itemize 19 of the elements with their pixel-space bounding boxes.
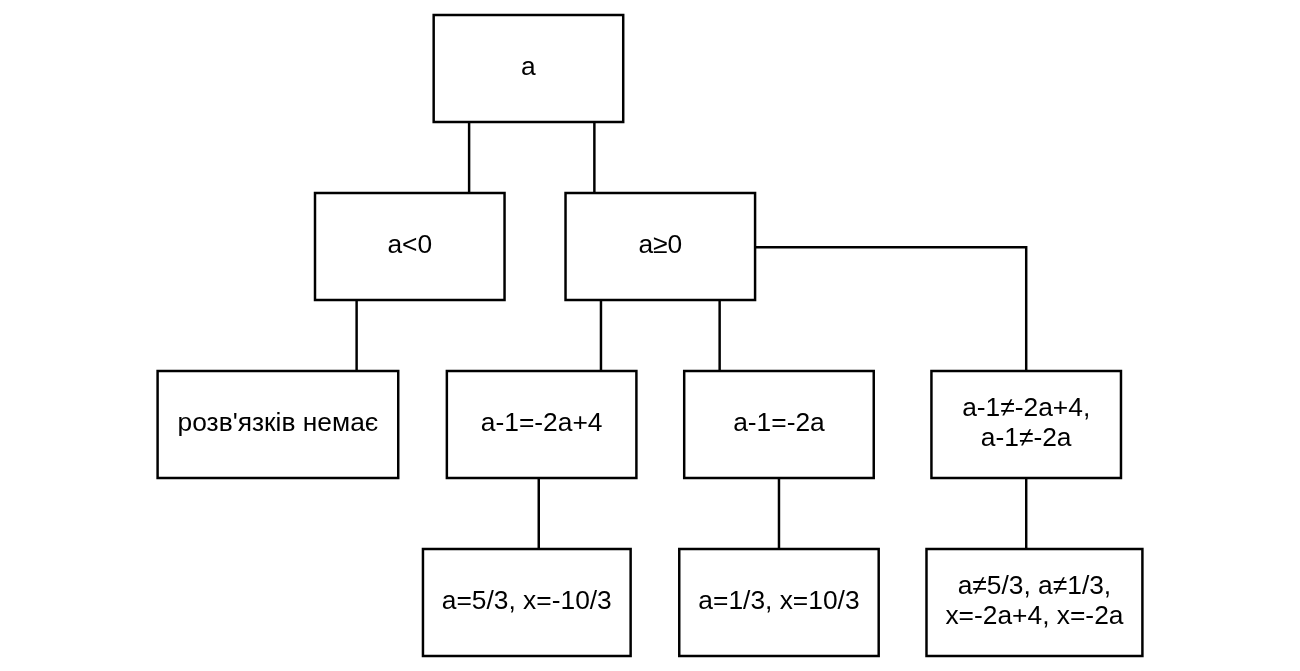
connector <box>593 122 596 193</box>
connector <box>777 478 781 549</box>
connector <box>1024 478 1028 549</box>
connector <box>599 300 603 371</box>
node-box: a <box>432 13 625 124</box>
node-box: a<0 <box>313 191 506 302</box>
connector <box>755 246 1028 371</box>
node-box: a=5/3, x=-10/3 <box>421 547 632 658</box>
connector <box>467 122 471 193</box>
node-box: a≠5/3, a≠1/3, x=-2a+4, x=-2a <box>925 547 1144 658</box>
node-box: a=1/3, x=10/3 <box>678 547 880 658</box>
node-box: a≥0 <box>564 191 757 302</box>
connector <box>537 478 540 549</box>
node-box: розв'язків немає <box>156 369 400 480</box>
node-box: a-1≠-2a+4, a-1≠-2a <box>930 369 1123 480</box>
node-box: a-1=-2a+4 <box>445 369 638 480</box>
node-box: a-1=-2a <box>682 369 875 480</box>
connector <box>718 300 721 371</box>
connector <box>355 300 358 371</box>
